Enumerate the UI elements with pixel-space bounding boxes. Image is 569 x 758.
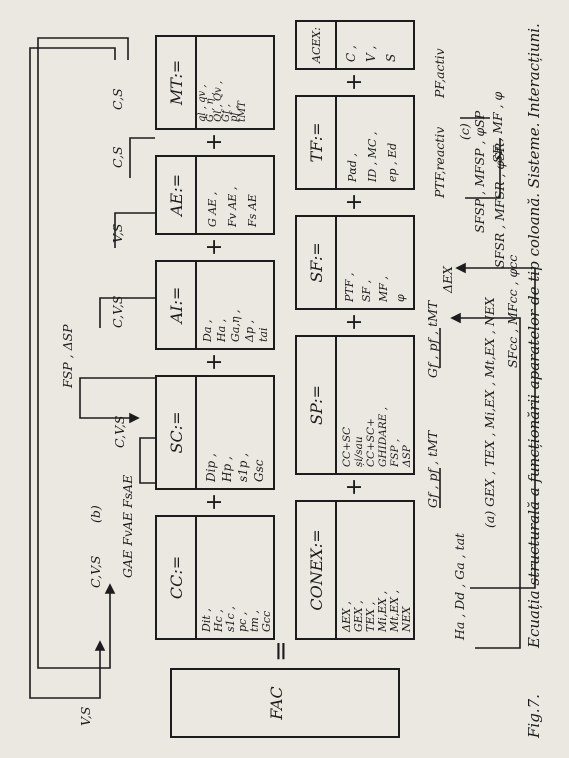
wire-ae-ai	[139, 437, 155, 484]
label-dex: ΔEX	[440, 265, 455, 293]
block-sc-header: SC:=	[157, 377, 197, 488]
plus-tf-acex: +	[342, 72, 367, 92]
wire-acex-cc-vs	[29, 47, 116, 699]
block-ae: AE:= G AE , Fv AE , Fs AE	[155, 155, 275, 235]
block-tf: TF:= Pαd , ID , MC , ep , Ed	[295, 95, 415, 190]
block-acex-body: C , V , S	[344, 45, 398, 62]
label-gpt-ai: Gf , pf , tMT	[425, 430, 440, 508]
plus-conex-sp: +	[342, 477, 367, 497]
arrow-head-2	[104, 583, 116, 594]
block-sf-header: SF:=	[297, 217, 337, 308]
block-conex-header: CONEX:=	[297, 502, 337, 638]
block-mt: MT:= ql , qv , G , η , Ql , Qv , Gf , pf…	[155, 35, 275, 130]
label-vs-sp: V,S	[110, 223, 125, 243]
block-conex: CONEX:= ΔEX , GEX , TEX , Mi,EX , Mt,EX …	[295, 500, 415, 640]
block-sf: SF:= PTF , SF , MF , φ	[295, 215, 415, 310]
wire-sf-sp	[114, 212, 155, 248]
label-gpt-mt: Gf , pf , tMT	[425, 300, 440, 378]
block-cc-header: CC:=	[157, 517, 197, 638]
block-fac-text: FAC	[267, 686, 286, 720]
wire-acex-sc-cvs	[37, 37, 129, 669]
block-sp-body: CC+SC și/sau CC+SC+ GHIDARE , FSP , ΔSP	[341, 407, 413, 467]
arrow-head-4	[450, 312, 461, 324]
block-ai: AI:= Da , Ha , Ga,η , Δp , tai	[155, 260, 275, 350]
block-cc: CC:= Dit , Hc , s1c , pc , tm , Gcc	[155, 515, 275, 640]
wire-sf-bottom	[465, 138, 501, 199]
wire-conex-mt	[99, 297, 155, 328]
block-sc: SC:= Dip , Hp , s1p , Gsc	[155, 375, 275, 490]
label-fsp: FSP , ΔSP	[60, 324, 75, 388]
plus-ae-mt: +	[202, 132, 227, 152]
block-sf-body: PTF , SF , MF , φ	[343, 272, 407, 302]
figure-caption-fig: Fig.7.	[525, 694, 543, 738]
block-sc-body: Dip , Hp , s1p , Gsc	[204, 452, 266, 482]
block-acex: ACEX: C , V , S	[295, 20, 415, 70]
wire-a-bottom	[460, 317, 521, 649]
label-scc: SFcc , MFcc , φcc	[505, 254, 520, 368]
block-ai-header: AI:=	[157, 262, 197, 348]
label-ptf-reactiv: PTF,reactiv	[432, 126, 447, 198]
label-b: (b)	[88, 505, 103, 523]
label-pf-activ: PF,activ	[432, 48, 447, 98]
label-sp-right: SFSP , MFSP , φSP	[472, 110, 487, 233]
label-gae-fae: GAE FvAE FsAE	[120, 474, 135, 578]
label-a: (a) GEX , TEX , Mi,EX , Mt,EX , NEX	[482, 297, 497, 528]
plus-sp-sf: +	[342, 312, 367, 332]
block-conex-body: ΔEX , GEX , TEX , Mi,EX , Mt,EX , NEX	[340, 589, 413, 632]
label-cs-sf: C,S	[110, 146, 125, 168]
block-fac: FAC	[170, 668, 400, 738]
label-cvs-mid: C,V,S	[112, 415, 127, 448]
wire-sp-ae	[79, 377, 155, 419]
block-ae-body: G AE , Fv AE , Fs AE	[206, 186, 259, 227]
plus-sf-tf: +	[342, 192, 367, 212]
block-sp-header: SP:=	[297, 337, 337, 473]
block-acex-header: ACEX:	[297, 22, 337, 68]
wire-conex-bottom	[465, 267, 536, 589]
arrow-head-1	[94, 640, 106, 651]
block-tf-body: Pαd , ID , MC , ep , Ed	[346, 131, 399, 182]
plus-cc-sc: +	[202, 492, 227, 512]
block-cc-body: Dit , Hc , s1c , pc , tm , Gcc	[200, 606, 273, 632]
label-hdgt: Ha , Dd , Ga , tat	[452, 532, 467, 640]
label-cvs-conex: C,V,S	[110, 295, 125, 328]
arrow-head-3	[129, 412, 140, 424]
block-mt-body: ql , qv , G , η , Ql , Qv , Gf , pf , tM…	[197, 80, 248, 122]
block-mt-header: MT:=	[157, 37, 197, 128]
block-tf-header: TF:=	[297, 97, 337, 188]
block-ae-header: AE:=	[157, 157, 197, 233]
equals-sign: =	[266, 640, 296, 662]
plus-sc-ai: +	[202, 352, 227, 372]
label-sfmf: SF , MF , φ	[490, 91, 505, 163]
plus-ai-ae: +	[202, 237, 227, 257]
block-sp: SP:= CC+SC și/sau CC+SC+ GHIDARE , FSP ,…	[295, 335, 415, 475]
wire-tf-sf	[129, 137, 155, 178]
label-c: (c)	[457, 123, 472, 140]
arrow-head-5	[455, 262, 466, 274]
connection-wires	[29, 37, 536, 699]
block-ai-body: Da , Ha , Ga,η , Δp , tai	[201, 309, 270, 342]
label-cs-tf: C,S	[110, 88, 125, 110]
label-vs-left: V,S	[78, 706, 93, 726]
rotated-diagram: FAC = CC:= Dit , Hc , s1c , pc , tm , Gc…	[20, 18, 550, 738]
figure-caption-text: Ecuația structurală a funcționării apara…	[525, 23, 543, 648]
label-cvs-left: C,V,S	[88, 555, 103, 588]
